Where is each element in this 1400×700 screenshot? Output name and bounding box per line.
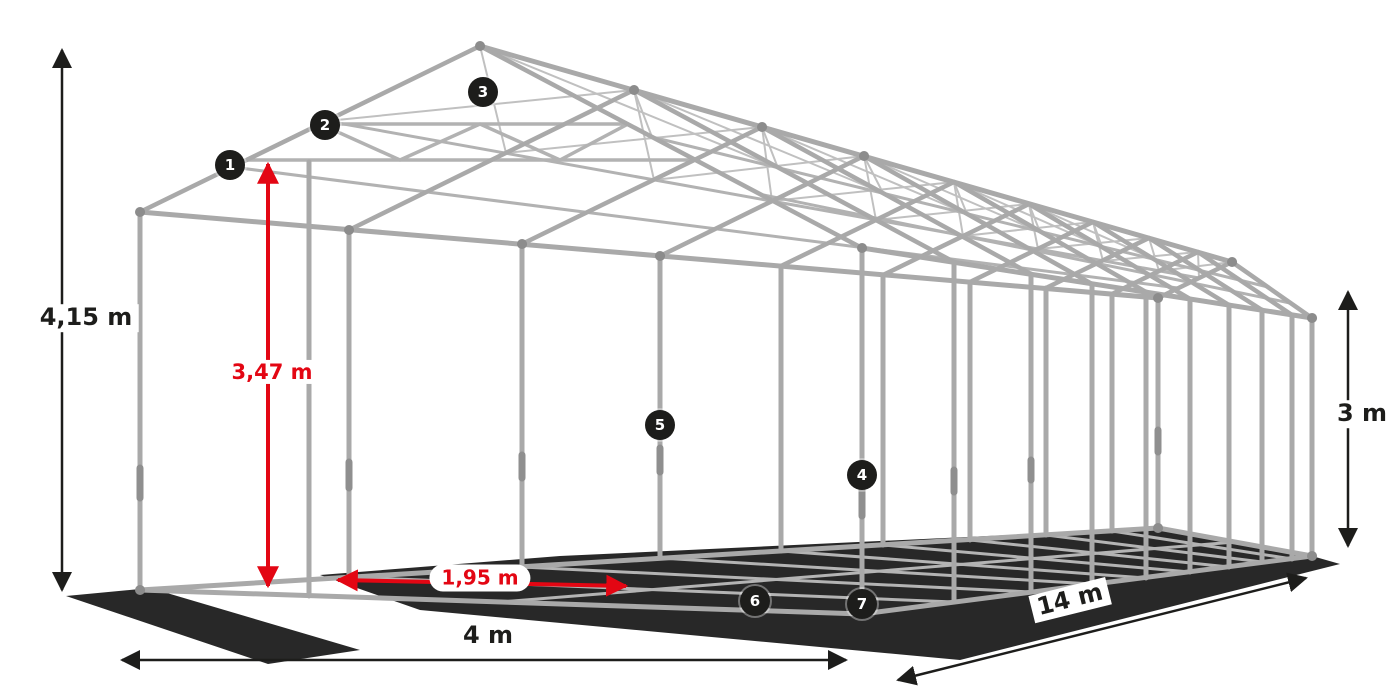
floor-cross-rails bbox=[347, 529, 1294, 604]
posts bbox=[137, 159, 1315, 617]
roof-braces-right bbox=[479, 45, 1155, 260]
shadow-front-left bbox=[66, 588, 360, 664]
pole-spacing-label: 1,95 m bbox=[429, 564, 531, 592]
part-marker-6[interactable]: 6 bbox=[740, 586, 770, 616]
part-marker-1[interactable]: 1 bbox=[215, 150, 245, 180]
floor-rails bbox=[347, 529, 1294, 604]
part-marker-2[interactable]: 2 bbox=[310, 110, 340, 140]
part-marker-3[interactable]: 3 bbox=[468, 77, 498, 107]
part-marker-5[interactable]: 5 bbox=[645, 410, 675, 440]
rafters bbox=[137, 43, 1315, 321]
post-sleeves bbox=[136, 426, 1162, 520]
total-height-label: 4,15 m bbox=[33, 304, 139, 332]
part-marker-7[interactable]: 7 bbox=[847, 589, 877, 619]
length-arrow bbox=[896, 572, 1308, 686]
part-marker-4[interactable]: 4 bbox=[847, 460, 877, 490]
clearance-height-label: 3,47 m bbox=[225, 359, 319, 385]
width-label: 4 m bbox=[456, 622, 520, 650]
main-rails bbox=[137, 43, 1315, 617]
frame-layer bbox=[135, 41, 1318, 619]
side-height-label: 3 m bbox=[1330, 400, 1394, 428]
roof-purlins bbox=[230, 119, 1292, 305]
